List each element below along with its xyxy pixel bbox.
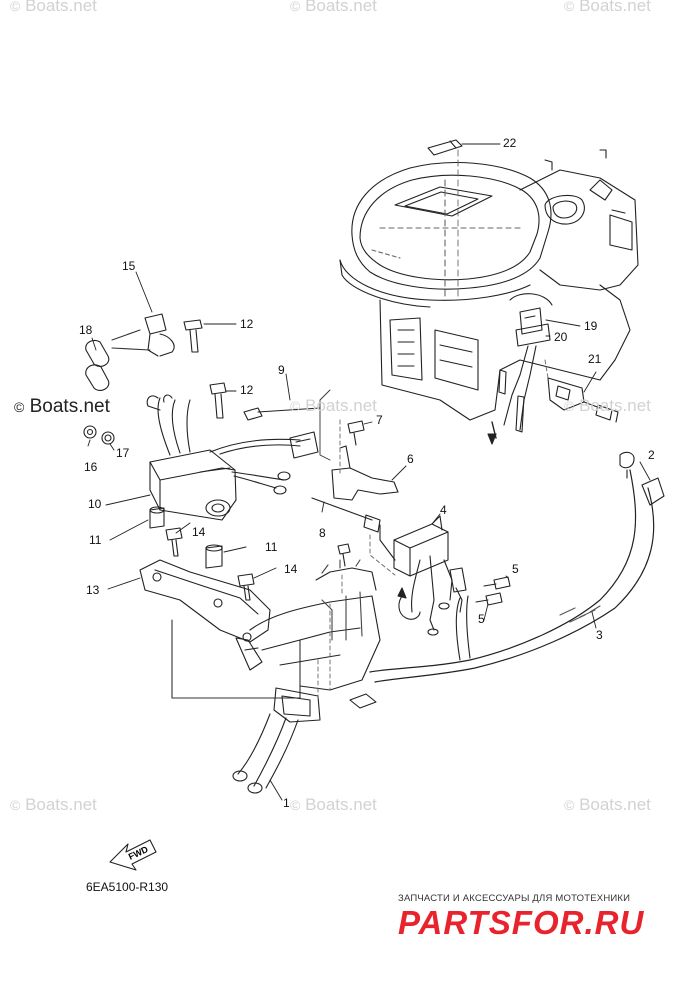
- watermark-mid-left: © Boats.net: [14, 396, 110, 417]
- watermark-bottom-left: © Boats.net: [10, 795, 97, 814]
- callout-5-upper: 5: [512, 562, 519, 576]
- callout-14-upper: 14: [192, 525, 206, 539]
- left-upper-parts: [83, 313, 227, 445]
- wiring-harness: [369, 451, 665, 683]
- leader-lines: [87, 143, 651, 801]
- callout-2: 2: [648, 448, 655, 462]
- callout-22: 22: [503, 136, 517, 150]
- promo-tagline: ЗАПЧАСТИ И АКСЕССУАРЫ ДЛЯ МОТОТЕХНИКИ: [398, 893, 631, 904]
- watermark-top-right: © Boats.net: [564, 0, 651, 15]
- watermark-mid-right: © Boats.net: [564, 396, 651, 415]
- callout-4: 4: [440, 503, 447, 517]
- ignition-coil: [146, 394, 321, 521]
- callout-8: 8: [319, 526, 326, 540]
- engine-block: [339, 139, 639, 421]
- mounting-bracket: [139, 506, 301, 699]
- callout-16: 16: [84, 460, 98, 474]
- callout-12-upper: 12: [240, 317, 254, 331]
- callout-9: 9: [278, 363, 285, 377]
- callout-13: 13: [86, 583, 100, 597]
- callout-1: 1: [283, 796, 290, 810]
- callout-19: 19: [584, 319, 598, 333]
- callout-3: 3: [596, 628, 603, 642]
- reference-code: 6EA5100-R130: [86, 880, 169, 894]
- callout-17: 17: [116, 446, 130, 460]
- callout-10: 10: [88, 497, 102, 511]
- watermark-bottom-right: © Boats.net: [564, 795, 651, 814]
- watermark-bottom-center: © Boats.net: [290, 795, 377, 814]
- watermark-top-left: © Boats.net: [10, 0, 97, 15]
- fwd-arrow: [109, 839, 157, 871]
- callout-11-right: 11: [265, 540, 278, 554]
- callout-21: 21: [588, 352, 602, 366]
- callout-11-left: 11: [89, 533, 102, 547]
- lower-base: [232, 559, 381, 794]
- callout-14-lower: 14: [284, 562, 298, 576]
- callout-15: 15: [122, 259, 136, 273]
- callout-18: 18: [79, 323, 93, 337]
- callout-7: 7: [376, 413, 383, 427]
- watermark-mid-center: © Boats.net: [290, 396, 377, 415]
- watermark-top-center: © Boats.net: [290, 0, 377, 15]
- callout-20: 20: [554, 330, 568, 344]
- callout-6: 6: [407, 452, 414, 466]
- relay-and-bracket: [487, 307, 619, 445]
- callout-5-lower: 5: [478, 612, 485, 626]
- callout-12-lower: 12: [240, 383, 254, 397]
- promo-logo: PARTSFOR.RU: [398, 904, 645, 941]
